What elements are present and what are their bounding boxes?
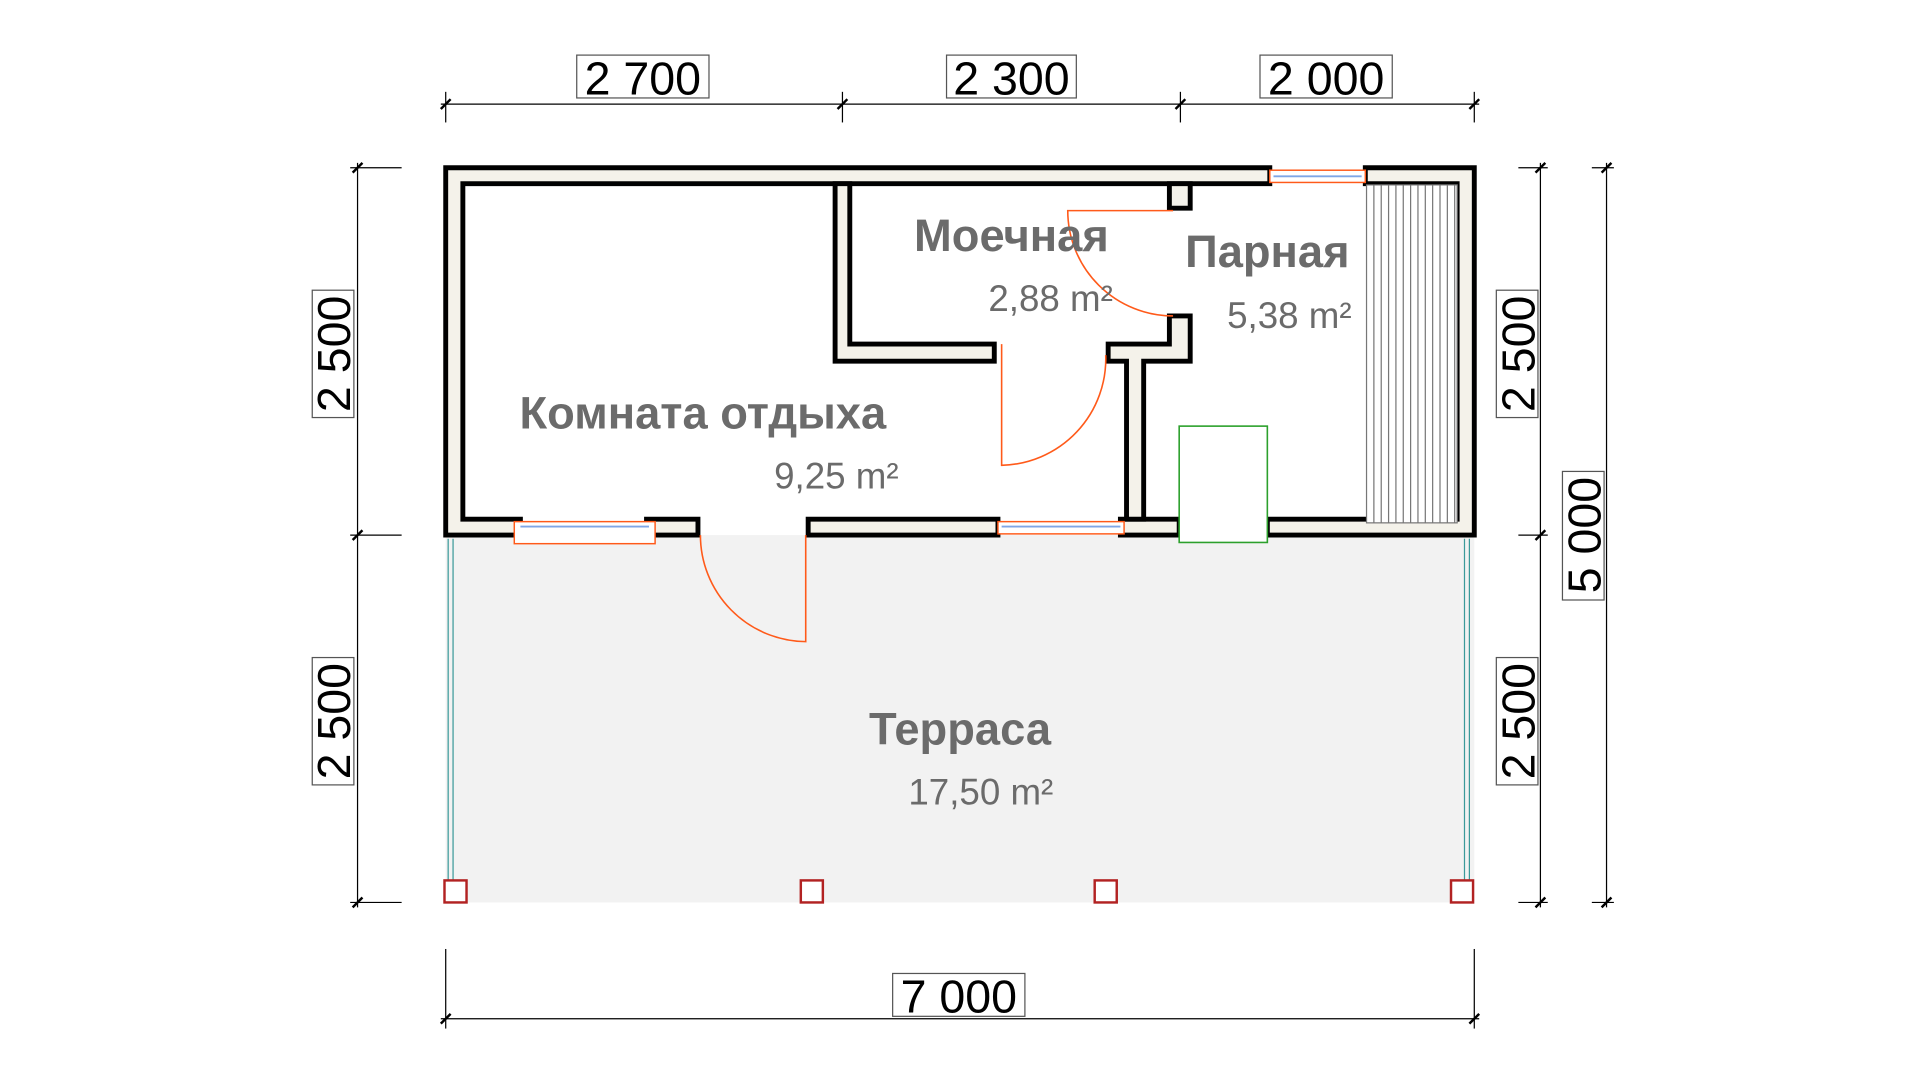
dimension-label: 2 700 [585, 52, 701, 104]
terrace-railing [447, 538, 1470, 885]
room-name: Парная [1185, 226, 1349, 277]
washroom-door [1000, 344, 1107, 467]
dimension-label: 5 000 [1558, 477, 1610, 593]
dimension-label: 2 500 [308, 663, 360, 779]
terrace-posts [443, 879, 1475, 904]
room-name: Комната отдыха [520, 388, 887, 439]
room-area: 9,25 m² [774, 456, 898, 497]
dimension-label: 2 500 [308, 296, 360, 412]
entrance-door [699, 535, 807, 643]
dimension-label: 2 500 [1492, 296, 1544, 412]
room-name: Терраса [869, 703, 1052, 754]
post [1093, 879, 1118, 904]
steam-room-door [1066, 209, 1174, 317]
stove [1178, 425, 1269, 544]
dimension-label: 2 500 [1492, 663, 1544, 779]
room-area: 5,38 m² [1227, 295, 1351, 336]
post [443, 879, 468, 904]
terrace-floor [445, 535, 1475, 903]
room-area: 2,88 m² [988, 278, 1112, 319]
room-name: Моечная [914, 210, 1109, 261]
dimension-label: 2 000 [1268, 52, 1384, 104]
dimension-label: 2 300 [953, 52, 1069, 104]
dimension-ticks [351, 98, 1613, 1025]
room-area: 17,50 m² [908, 771, 1053, 812]
post [1449, 879, 1475, 904]
sauna-bench [1365, 184, 1458, 524]
post [799, 879, 825, 904]
dimension-label: 7 000 [901, 971, 1017, 1023]
windows [513, 169, 1367, 545]
doors [699, 209, 1174, 643]
